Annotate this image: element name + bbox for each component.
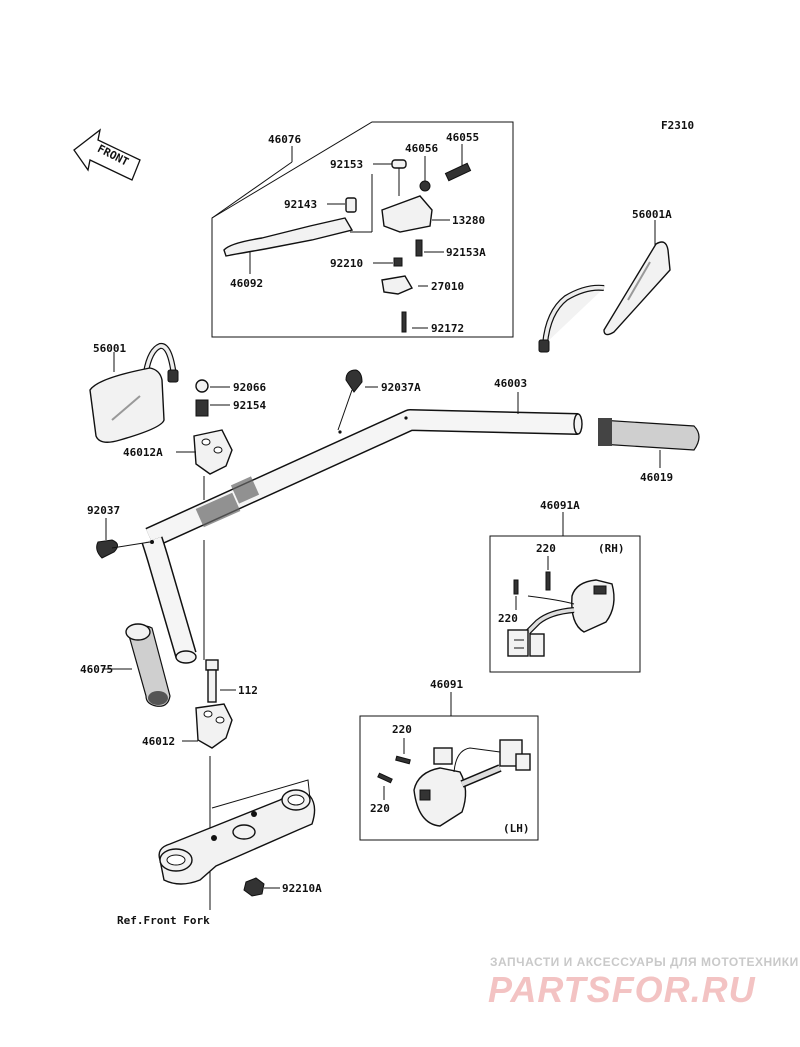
screw-220-rh-a (545, 571, 551, 591)
lh-connector-3 (515, 753, 531, 771)
rh-switch-button (593, 585, 607, 595)
cable-clamp-92037 (96, 539, 118, 559)
holder-upper-46012a (193, 429, 233, 475)
mirror-head-right (603, 241, 671, 336)
label-46012: 46012 (142, 735, 175, 748)
rh-connector-2 (529, 633, 545, 657)
label-92037: 92037 (87, 504, 120, 517)
label-56001a: 56001A (632, 208, 672, 221)
front-arrow-icon: FRONT (73, 128, 141, 181)
label-13280: 13280 (452, 214, 485, 227)
label-46091: 46091 (430, 678, 463, 691)
rh-switch-housing (571, 579, 615, 633)
nut-92210 (393, 257, 403, 267)
label-46055: 46055 (446, 131, 479, 144)
label-92066: 92066 (233, 381, 266, 394)
nut-92210a (243, 877, 265, 897)
label-92210a: 92210A (282, 882, 322, 895)
label-92153: 92153 (330, 158, 363, 171)
label-92172: 92172 (431, 322, 464, 335)
label-220-lh-a: 220 (392, 723, 412, 736)
right-grip-46019 (599, 419, 700, 451)
label-46056: 46056 (405, 142, 438, 155)
lh-switch-button (419, 789, 431, 801)
label-92154: 92154 (233, 399, 266, 412)
label-46075: 46075 (80, 663, 113, 676)
bolt-112 (207, 669, 217, 703)
figure-code: F2310 (661, 119, 694, 132)
lever-holder (381, 195, 433, 233)
screw-220-lh-a (395, 755, 411, 765)
label-220-rh-a: 220 (536, 542, 556, 555)
clutch-lever-group-box (211, 121, 514, 338)
bolt-head-112 (205, 659, 219, 671)
pivot-bolt (391, 159, 407, 169)
label-92143: 92143 (284, 198, 317, 211)
label-46012a: 46012A (123, 446, 163, 459)
label-46076: 46076 (268, 133, 301, 146)
cable-clamp-92037a (345, 369, 363, 393)
screw-220-rh-b (513, 579, 519, 595)
mirror-head-left (89, 367, 165, 443)
label-92153a: 92153A (446, 246, 486, 259)
holder-lower-46012 (195, 703, 233, 749)
clutch-switch-27010 (381, 275, 414, 295)
rh-switch-box (489, 535, 641, 673)
clutch-lever (223, 217, 354, 257)
label-112: 112 (238, 684, 258, 697)
label-46019: 46019 (640, 471, 673, 484)
cap-92066 (195, 379, 209, 393)
label-46003: 46003 (494, 377, 527, 390)
watermark-tagline: ЗАПЧАСТИ И АКСЕССУАРЫ ДЛЯ МОТОТЕХНИКИ (490, 955, 799, 969)
bushing (345, 197, 357, 213)
label-rh: (RH) (598, 542, 625, 555)
label-46091a: 46091A (540, 499, 580, 512)
bolt-92154 (195, 399, 209, 417)
label-lh: (LH) (503, 822, 530, 835)
label-ref-front-fork: Ref.Front Fork (117, 914, 210, 927)
screw-92172 (401, 311, 407, 333)
screw-220-lh-b (377, 772, 393, 784)
lh-switch-housing (413, 767, 467, 827)
handlebar-knurl-2 (230, 476, 260, 504)
label-56001: 56001 (93, 342, 126, 355)
label-46092: 46092 (230, 277, 263, 290)
label-92210: 92210 (330, 257, 363, 270)
watermark-logo: PARTSFOR.RU (488, 969, 756, 1010)
lh-switch-box (359, 715, 539, 841)
rh-connector-1 (507, 629, 529, 657)
label-220-lh-b: 220 (370, 802, 390, 815)
screw-92153a (415, 239, 423, 257)
steering-stem-head (158, 793, 316, 885)
handlebar-knurl-1 (195, 492, 241, 528)
adjuster-bolt-46055 (444, 162, 472, 182)
label-27010: 27010 (431, 280, 464, 293)
washer-46056 (419, 180, 431, 192)
label-92037a: 92037A (381, 381, 421, 394)
label-220-rh-b: 220 (498, 612, 518, 625)
lh-connector-1 (433, 747, 453, 765)
